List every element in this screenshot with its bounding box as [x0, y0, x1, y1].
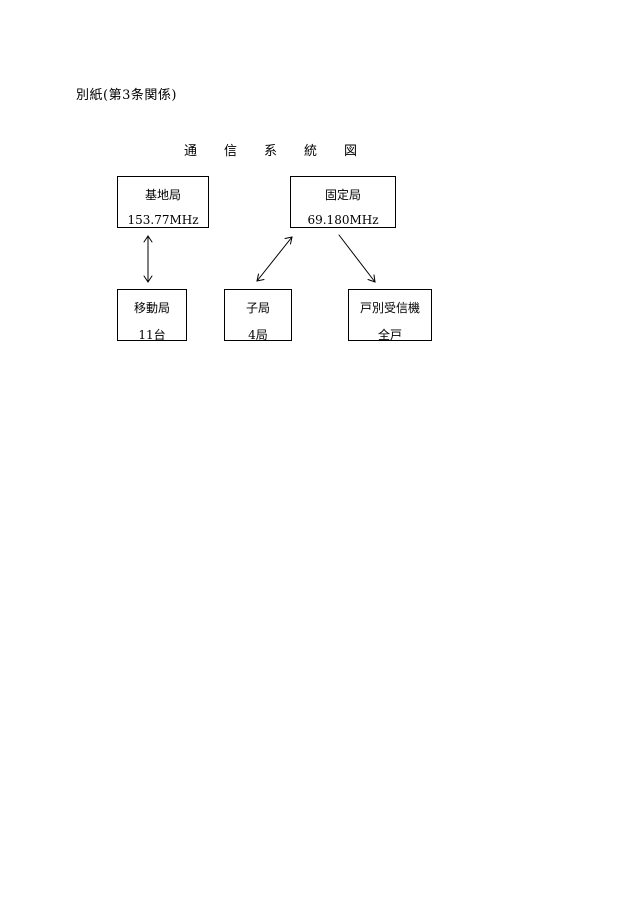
node-household-receiver: 戸別受信機 全戸: [348, 289, 432, 342]
edge-base-to-mobile-arrow: [143, 235, 153, 283]
document-header: 別紙(第3条関係): [76, 88, 177, 103]
node-fixed-station-frequency: 69.180MHz: [307, 213, 379, 227]
node-mobile-station-name: 移動局: [133, 301, 170, 315]
node-child-station: 子局 4局: [224, 289, 292, 342]
node-fixed-station: 固定局 69.180MHz: [290, 176, 396, 228]
diagram-title: 通信系統図: [184, 144, 385, 159]
node-base-station-frequency: 153.77MHz: [127, 213, 199, 227]
edge-fixed-to-household-arrow: [338, 234, 376, 283]
node-mobile-station-count: 11台: [138, 328, 166, 342]
node-base-station-name: 基地局: [144, 188, 181, 202]
node-base-station: 基地局 153.77MHz: [117, 176, 209, 228]
node-child-station-name: 子局: [245, 301, 270, 315]
node-household-receiver-name: 戸別受信機: [359, 301, 420, 315]
edge-fixed-to-child-arrow: [256, 236, 293, 282]
node-fixed-station-name: 固定局: [324, 188, 361, 202]
node-mobile-station: 移動局 11台: [117, 289, 187, 342]
node-child-station-count: 4局: [248, 328, 268, 342]
node-household-receiver-count: 全戸: [377, 328, 402, 342]
